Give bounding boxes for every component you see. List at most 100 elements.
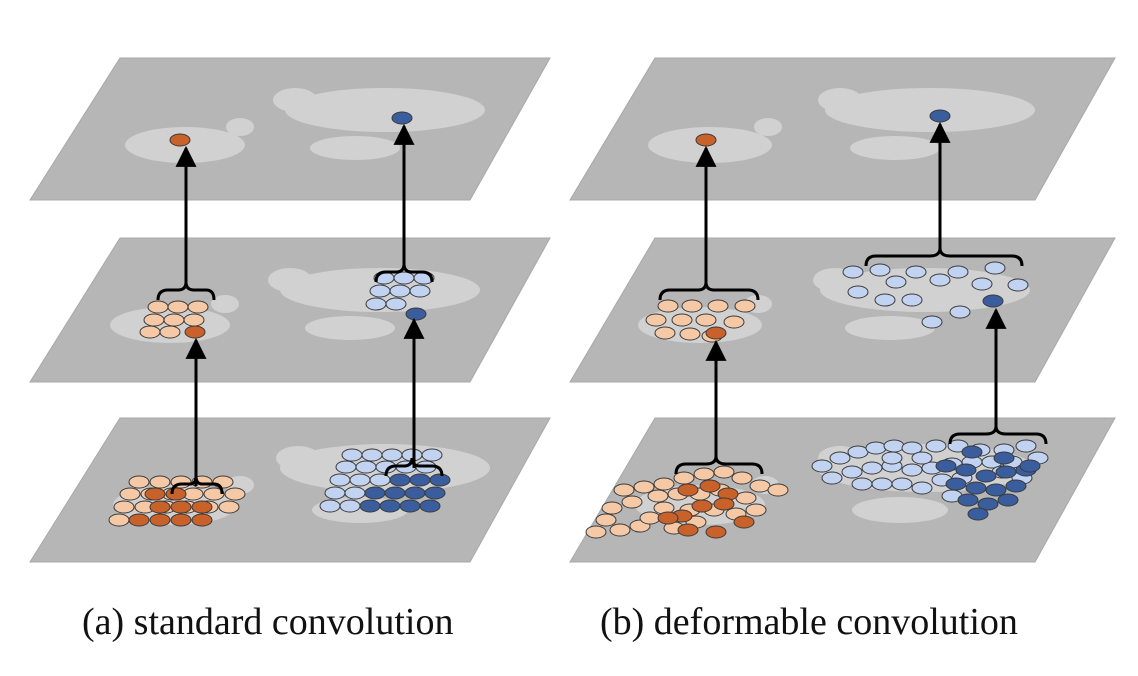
orange-sample-point [159, 325, 181, 339]
blue-sample-point [324, 486, 346, 500]
orange-sample-point [184, 325, 206, 339]
blue-sample-point [381, 448, 403, 462]
blue-sample-point [861, 461, 883, 475]
blue-sample-point [409, 284, 431, 298]
orange-sample-point [113, 500, 135, 514]
orange-sample-point [187, 300, 209, 314]
panel-standard [29, 57, 551, 563]
orange-sample-point [695, 133, 717, 147]
orange-sample-point [203, 487, 225, 501]
orange-sample-point [143, 313, 165, 327]
orange-sample-point [679, 327, 701, 341]
orange-sample-point [705, 326, 727, 340]
feature-plane-top [29, 57, 551, 201]
blue-sample-point [349, 473, 371, 487]
blue-sample-point [419, 499, 441, 513]
orange-sample-point [733, 515, 755, 529]
receptive-field-bracket [384, 457, 444, 477]
orange-sample-point [657, 511, 679, 525]
blue-sample-point [911, 481, 933, 495]
orange-sample-point [144, 487, 166, 501]
blue-sample-point [997, 493, 1019, 507]
orange-sample-point [734, 299, 756, 313]
orange-sample-point [224, 487, 246, 501]
feature-plane-middle [29, 237, 551, 383]
blue-sample-point [821, 471, 843, 485]
blue-sample-point [424, 486, 446, 500]
orange-sample-point [609, 523, 631, 537]
blue-sample-point [891, 477, 913, 491]
orange-sample-point [767, 483, 789, 497]
blue-sample-point [901, 463, 923, 477]
orange-sample-point [595, 513, 617, 527]
blue-sample-point [995, 465, 1017, 479]
orange-sample-point [108, 513, 130, 527]
blue-sample-point [874, 293, 896, 307]
blue-sample-point [1005, 479, 1027, 493]
orange-sample-point [691, 499, 713, 513]
connections-deformable [658, 121, 1048, 475]
feature-plane-bottom [29, 417, 551, 563]
orange-sample-point [147, 300, 169, 314]
orange-sample-point [218, 500, 240, 514]
orange-sample-point [723, 315, 745, 329]
orange-sample-point [677, 523, 699, 537]
orange-sample-point [699, 479, 721, 493]
blue-sample-point [881, 451, 903, 465]
blue-sample-point [393, 271, 415, 285]
blue-sample-point [409, 473, 431, 487]
blue-sample-point [335, 460, 357, 474]
orange-sample-point [149, 500, 171, 514]
blue-sample-point [847, 285, 869, 299]
blue-sample-point [389, 284, 411, 298]
orange-sample-point [128, 475, 150, 489]
orange-sample-point [191, 500, 213, 514]
blue-sample-point [355, 460, 377, 474]
blue-sample-point [359, 499, 381, 513]
blue-sample-point [982, 294, 1004, 308]
orange-sample-point [139, 325, 161, 339]
blue-sample-point [384, 486, 406, 500]
orange-sample-point [654, 326, 676, 340]
orange-sample-point [149, 475, 171, 489]
orange-sample-point [681, 299, 703, 313]
blue-sample-point [339, 499, 361, 513]
orange-sample-point [745, 503, 767, 517]
orange-sample-point [639, 511, 661, 525]
orange-sample-point [212, 475, 234, 489]
blue-sample-point [341, 448, 363, 462]
orange-sample-point [169, 133, 191, 147]
blue-sample-point [985, 483, 1007, 497]
orange-sample-point [705, 525, 727, 539]
blue-sample-point [901, 441, 923, 455]
blue-sample-point [993, 451, 1015, 465]
orange-sample-point [621, 495, 643, 509]
orange-sample-point [657, 299, 679, 313]
blue-sample-point [847, 445, 869, 459]
blue-sample-point [364, 486, 386, 500]
orange-sample-point [645, 313, 667, 327]
caption-deformable-convolution: (b) deformable convolution [600, 601, 1018, 643]
orange-sample-point [170, 513, 192, 527]
orange-sample-point [695, 313, 717, 327]
orange-sample-point [647, 489, 669, 503]
blue-sample-point [975, 469, 997, 483]
blue-sample-point [949, 305, 971, 319]
orange-sample-point [613, 483, 635, 497]
blue-sample-point [869, 263, 891, 277]
blue-sample-point [1019, 459, 1041, 473]
blue-sample-point [947, 265, 969, 279]
orange-sample-point [128, 513, 150, 527]
blue-sample-point [967, 507, 989, 521]
blue-sample-point [811, 459, 833, 473]
blue-sample-point [361, 448, 383, 462]
blue-sample-point [344, 486, 366, 500]
blue-sample-point [961, 445, 983, 459]
feature-plane-top [569, 57, 1116, 201]
orange-sample-point [167, 300, 189, 314]
blue-sample-point [971, 277, 993, 291]
orange-sample-point [713, 465, 735, 479]
orange-sample-point [735, 491, 757, 505]
blue-sample-point [965, 481, 987, 495]
